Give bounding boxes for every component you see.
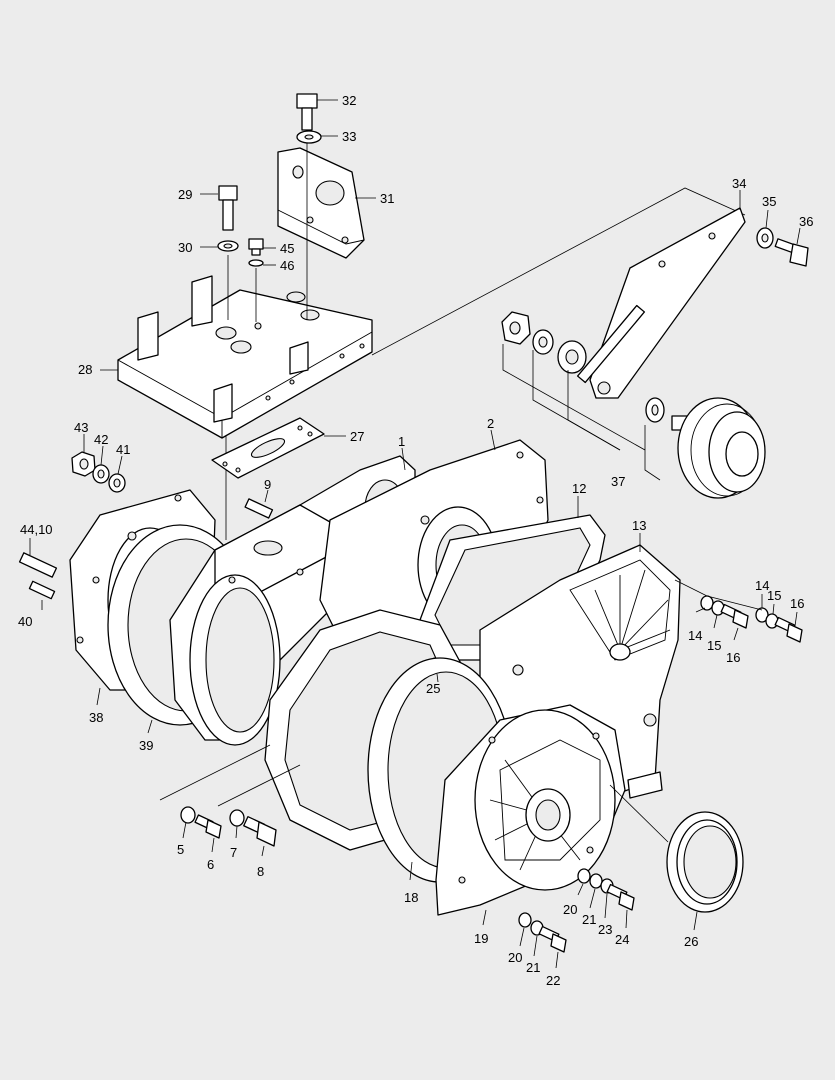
callout-19: 19 xyxy=(474,931,488,946)
part-16-bolt-b xyxy=(774,616,803,643)
part-21-washer-a xyxy=(589,873,603,889)
part-27-gasket xyxy=(211,417,325,479)
callout-37: 37 xyxy=(611,474,625,489)
part-44-10-stud xyxy=(18,552,58,578)
callout-39: 39 xyxy=(139,738,153,753)
part-42-washer xyxy=(92,464,110,484)
part-28-mounting-plate xyxy=(117,275,373,439)
callout-8: 8 xyxy=(257,864,264,879)
part-36-bolt xyxy=(774,238,809,267)
callout-6: 6 xyxy=(207,857,214,872)
callout-14-a: 14 xyxy=(688,628,702,643)
callout-33: 33 xyxy=(342,129,356,144)
part-45-plug xyxy=(248,238,264,322)
callout-23: 23 xyxy=(598,922,612,937)
leader-13-hardware xyxy=(674,579,763,611)
part-33-washer xyxy=(296,130,322,144)
callout-34: 34 xyxy=(732,176,746,191)
callout-36: 36 xyxy=(799,214,813,229)
part-9-stud xyxy=(244,498,274,519)
callout-31: 31 xyxy=(380,191,394,206)
part-34-tension-arm xyxy=(576,207,746,399)
callout-46: 46 xyxy=(280,258,294,273)
part-19-seal-cover xyxy=(435,704,626,916)
part-29-cap-screw xyxy=(218,185,238,320)
part-46-o-ring xyxy=(248,259,264,267)
callout-20-a: 20 xyxy=(563,902,577,917)
callout-35: 35 xyxy=(762,194,776,209)
callout-28: 28 xyxy=(78,362,92,377)
callout-9: 9 xyxy=(264,477,271,492)
callout-15-b: 15 xyxy=(767,588,781,603)
callout-12: 12 xyxy=(572,481,586,496)
leader-5-6 xyxy=(159,744,271,801)
callout-7: 7 xyxy=(230,845,237,860)
part-43-nut xyxy=(71,451,96,477)
callout-22: 22 xyxy=(546,973,560,988)
part-26-oil-seal xyxy=(609,784,744,913)
part-20-washer-b xyxy=(518,912,532,928)
part-5-washer xyxy=(180,806,196,824)
callout-18: 18 xyxy=(404,890,418,905)
part-37-tensioner-pulley xyxy=(501,311,766,499)
part-22-bolt xyxy=(538,925,567,953)
part-7-washer xyxy=(229,809,245,827)
part-31-bracket xyxy=(277,147,365,259)
part-35-washer xyxy=(756,227,774,249)
part-14-washer-a xyxy=(700,595,714,611)
part-16-bolt-a xyxy=(720,603,749,629)
callout-15-a: 15 xyxy=(707,638,721,653)
callout-2: 2 xyxy=(487,416,494,431)
callout-42: 42 xyxy=(94,432,108,447)
callout-21-b: 21 xyxy=(526,960,540,975)
callout-5: 5 xyxy=(177,842,184,857)
part-24-bolt xyxy=(606,883,635,911)
callout-26: 26 xyxy=(684,934,698,949)
callout-41: 41 xyxy=(116,442,130,457)
callout-40: 40 xyxy=(18,614,32,629)
part-8-bolt xyxy=(243,816,277,847)
callout-1: 1 xyxy=(398,434,405,449)
callout-38: 38 xyxy=(89,710,103,725)
callout-16-a: 16 xyxy=(726,650,740,665)
callouts: 32 33 31 29 30 45 46 34 35 36 28 27 1 2 … xyxy=(18,93,813,988)
callout-45: 45 xyxy=(280,241,294,256)
callout-30: 30 xyxy=(178,240,192,255)
callout-13: 13 xyxy=(632,518,646,533)
part-20-washer-a xyxy=(577,868,591,884)
callout-32: 32 xyxy=(342,93,356,108)
callout-20-b: 20 xyxy=(508,950,522,965)
callout-16-b: 16 xyxy=(790,596,804,611)
callout-14-b: 14 xyxy=(755,578,769,593)
callout-25: 25 xyxy=(426,681,440,696)
callout-27: 27 xyxy=(350,429,364,444)
callout-21-a: 21 xyxy=(582,912,596,927)
part-40-dowel-pin xyxy=(28,580,56,600)
callout-24: 24 xyxy=(615,932,629,947)
callout-43: 43 xyxy=(74,420,88,435)
part-6-bolt xyxy=(194,814,222,839)
callout-29: 29 xyxy=(178,187,192,202)
part-32-bolt xyxy=(296,93,318,320)
leader-7-8 xyxy=(217,764,301,807)
part-30-washer xyxy=(217,240,239,252)
callout-44-10: 44,10 xyxy=(20,522,53,537)
part-41-washer xyxy=(108,473,126,493)
